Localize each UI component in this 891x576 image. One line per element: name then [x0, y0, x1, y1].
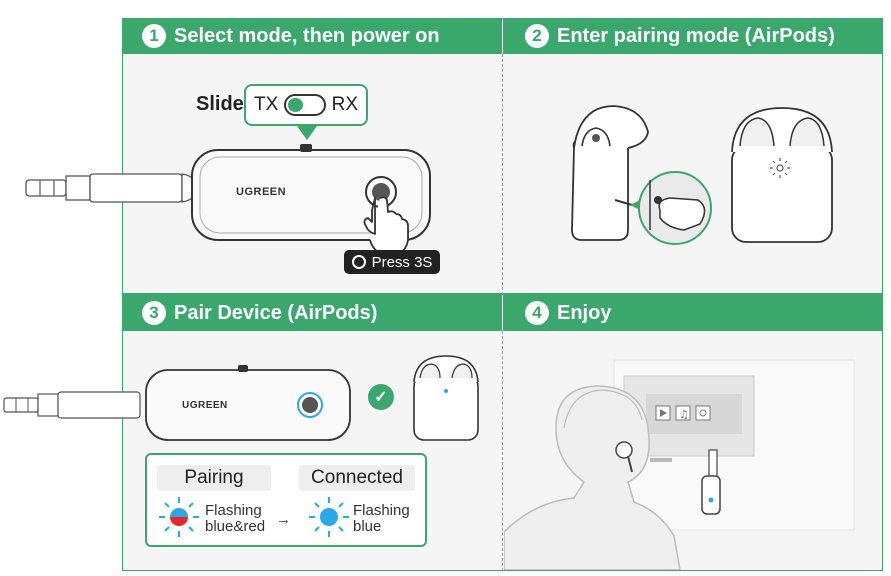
connected-desc-line2: blue: [353, 518, 382, 535]
mode-switch[interactable]: [283, 94, 326, 116]
device-brand-logo-2: UGREEN: [182, 400, 228, 411]
step-4-title: Enjoy: [557, 301, 612, 324]
step-2-title: Enter pairing mode (AirPods): [557, 24, 835, 47]
slide-label: Slide: [196, 93, 244, 115]
tx-label: TX: [254, 94, 279, 115]
enjoy-scene-illustration: ♫: [504, 359, 855, 570]
rx-label: RX: [331, 94, 358, 115]
press-duration-badge: Press 3S: [344, 250, 440, 274]
column-divider-bottom: [502, 331, 503, 571]
led-status-legend: Pairing Connected Flashing blue&red → Fl…: [145, 453, 427, 547]
press-label: Press 3S: [371, 253, 433, 271]
airpods-case-illustration: [571, 105, 833, 245]
column-divider-top: [502, 54, 503, 295]
transmitter-pairing-illustration: [3, 365, 351, 441]
step-1-header: 1 Select mode, then power on: [122, 18, 502, 54]
mode-switch-callout: TX RX: [244, 84, 368, 126]
svg-text:♫: ♫: [679, 408, 689, 421]
arrow-right-icon: →: [276, 511, 291, 528]
play-icon: [655, 405, 671, 421]
connected-tag: Connected: [299, 465, 415, 491]
connected-desc: Flashing blue: [353, 503, 410, 535]
pairing-tag: Pairing: [157, 465, 271, 491]
settings-icon: [695, 405, 711, 421]
step-3-header: 3 Pair Device (AirPods): [122, 295, 502, 331]
step-4-header: 4 Enjoy: [503, 295, 883, 331]
callout-pointer: [297, 126, 317, 140]
check-icon: ✓: [368, 384, 394, 410]
step-3-number: 3: [142, 301, 166, 325]
led-blue-icon: [309, 497, 349, 537]
switch-knob: [287, 98, 303, 112]
connected-desc-line1: Flashing: [353, 502, 410, 519]
step-1-number: 1: [142, 24, 166, 48]
step-3-title: Pair Device (AirPods): [174, 301, 378, 324]
clock-icon: [351, 255, 366, 269]
pairing-desc: Flashing blue&red: [205, 503, 265, 535]
step-2-header: 2 Enter pairing mode (AirPods): [503, 18, 883, 54]
step-4-number: 4: [525, 301, 549, 325]
step-2-number: 2: [525, 24, 549, 48]
step-1-title: Select mode, then power on: [174, 24, 440, 47]
device-brand-logo: UGREEN: [236, 186, 287, 198]
pairing-desc-line2: blue&red: [205, 518, 266, 535]
pairing-desc-line1: Flashing: [205, 502, 262, 519]
transmitter-device-illustration: [25, 144, 431, 255]
led-blue-red-icon: [159, 497, 199, 537]
music-icon: ♫: [675, 405, 691, 421]
airpods-closed-case-illustration: [413, 355, 479, 441]
